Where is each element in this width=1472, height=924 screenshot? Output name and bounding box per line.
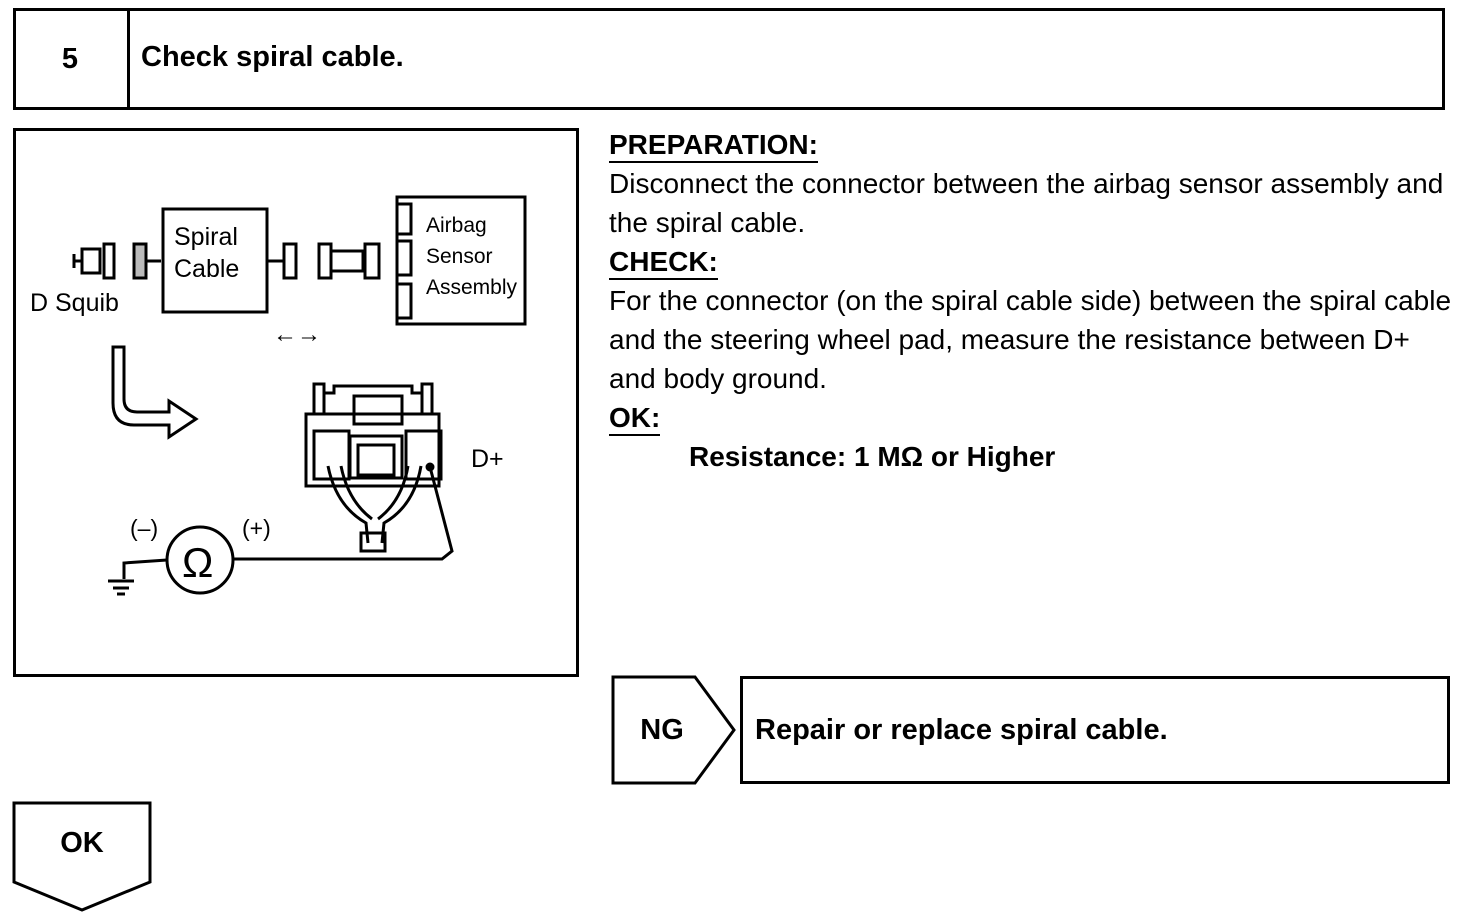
flow-arrow-icon — [111, 345, 199, 440]
probe-wire — [234, 466, 454, 561]
ok-spec: Resistance: 1 MΩ or Higher — [689, 441, 1056, 472]
airbag-label-2: Sensor — [426, 245, 493, 268]
spiral-cable-label-1: Spiral — [174, 223, 238, 251]
squib-connector-hatched — [132, 242, 148, 280]
d-plus-label: D+ — [471, 445, 504, 473]
airbag-connector-left — [317, 242, 333, 280]
instructions: PREPARATION: Disconnect the connector be… — [609, 125, 1454, 476]
airbag-label-3: Assembly — [426, 276, 518, 299]
squib-connector-plug — [80, 247, 102, 275]
ng-label: NG — [640, 713, 684, 746]
preparation-heading: PREPARATION: — [609, 129, 818, 163]
ok-heading: OK: — [609, 402, 661, 436]
airbag-connector-right — [363, 242, 381, 280]
connector-housing — [304, 412, 441, 488]
step-number: 5 — [13, 8, 130, 110]
step-header-box — [13, 8, 1445, 110]
spiral-cable-label-2: Cable — [174, 255, 239, 283]
ng-arrow-shape — [611, 675, 736, 785]
preparation-text: Disconnect the connector between the air… — [609, 168, 1444, 238]
wire-harness — [359, 531, 387, 553]
check-text: For the connector (on the spiral cable s… — [609, 285, 1452, 394]
airbag-label-1: Airbag — [426, 214, 487, 237]
minus-label: (–) — [130, 515, 158, 541]
ok-label: OK — [60, 826, 104, 859]
diagram-svg: Spiral Cable D Squib ←→ D+ (–) (+) Ω Air… — [30, 195, 527, 596]
spiral-cable-connector — [282, 242, 298, 280]
check-heading: CHECK: — [609, 246, 718, 280]
squib-connector-body — [102, 242, 116, 280]
step-title: Check spiral cable. — [141, 41, 404, 73]
ohm-symbol: Ω — [182, 539, 213, 586]
airbag-connector-plug — [329, 249, 365, 273]
disconnect-arrows: ←→ — [273, 321, 321, 348]
ng-action: Repair or replace spiral cable. — [740, 676, 1450, 784]
ok-arrow-shape — [12, 801, 152, 912]
wiring-diagram: Spiral Cable D Squib ←→ D+ (–) (+) Ω Air… — [13, 128, 579, 677]
plus-label: (+) — [242, 515, 271, 541]
d-squib-label: D Squib — [30, 289, 119, 317]
